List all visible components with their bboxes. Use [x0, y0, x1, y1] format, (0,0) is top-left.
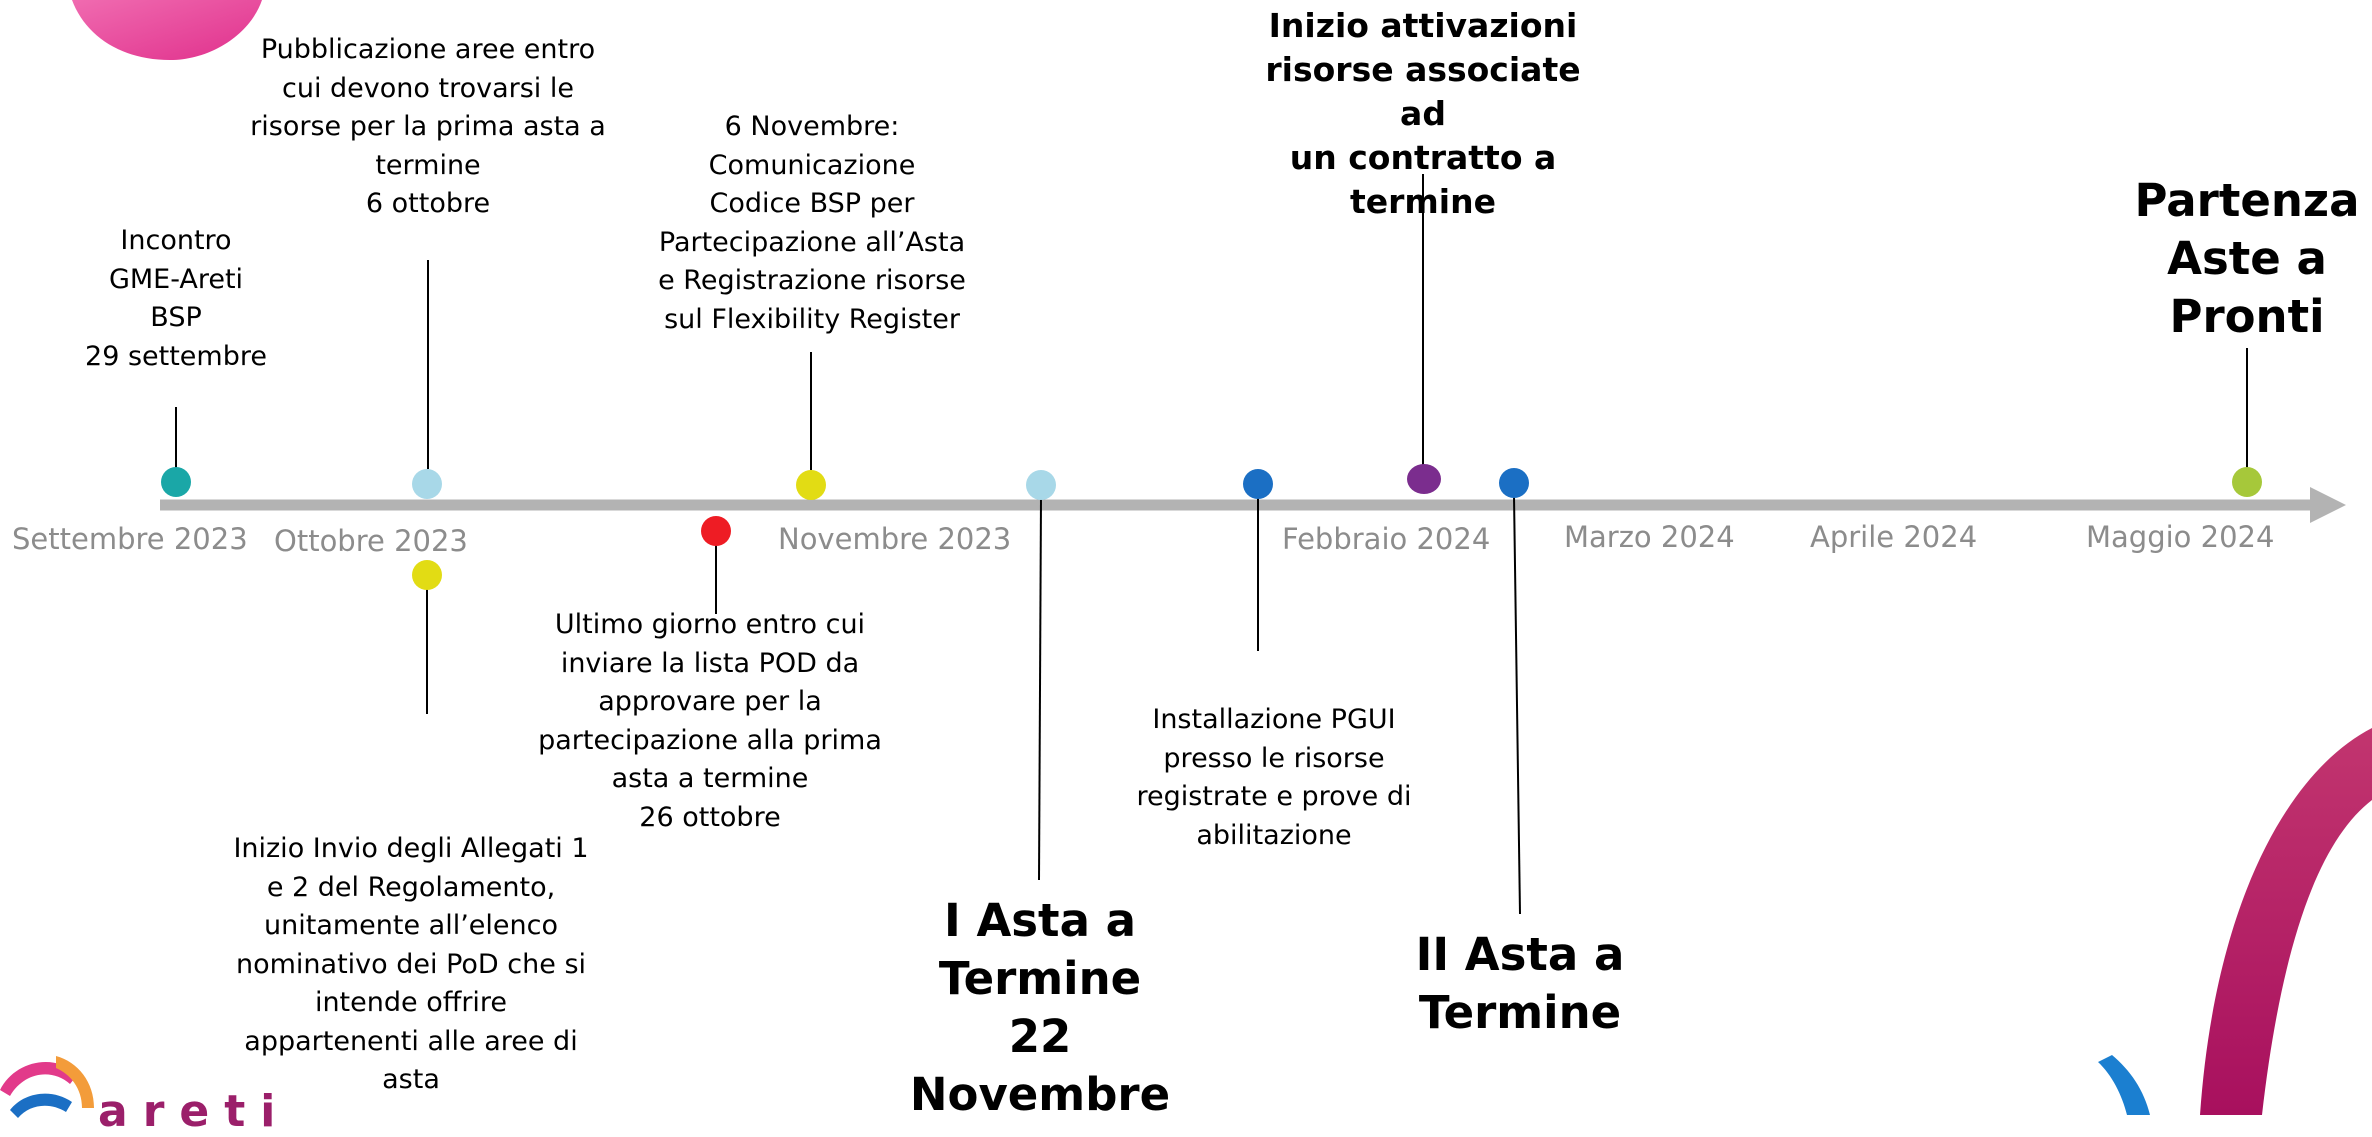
event-text: Installazione PGUI presso le risorse reg…	[1136, 704, 1412, 851]
month-label: Febbraio 2024	[1282, 522, 1491, 556]
month-label: Settembre 2023	[12, 522, 248, 556]
event-text: Ultimo giorno entro cui inviare la lista…	[538, 609, 882, 833]
areti-logo-icon	[0, 1056, 94, 1118]
right-magenta-swoosh	[2200, 728, 2372, 1115]
event-marker	[1407, 464, 1441, 494]
event-stem	[1513, 495, 1521, 915]
event-text: 6 Novembre: Comunicazione Codice BSP per…	[658, 111, 966, 335]
event-text: I Asta a Termine 22 Novembre	[909, 894, 1171, 1121]
event-marker	[412, 469, 442, 499]
top-pink-shape	[72, 0, 262, 60]
event-marker	[412, 560, 442, 590]
event-marker	[1499, 468, 1529, 498]
month-label: Ottobre 2023	[274, 524, 468, 558]
event-stem	[1038, 496, 1042, 881]
event-text: Partenza Aste a Pronti	[2134, 174, 2360, 343]
event-marker	[701, 516, 731, 546]
month-label: Novembre 2023	[778, 522, 1012, 556]
event-text: Inizio Invio degli Allegati 1 e 2 del Re…	[233, 833, 589, 1095]
event-marker	[2232, 467, 2262, 497]
month-label: Marzo 2024	[1564, 520, 1735, 554]
event-marker	[796, 470, 826, 500]
right-blue-swoosh	[2098, 1055, 2150, 1115]
month-label: Maggio 2024	[2086, 520, 2275, 554]
event-marker	[1026, 470, 1056, 500]
event-text: II Asta a Termine	[1415, 928, 1625, 1039]
event-text: Pubblicazione aree entro cui devono trov…	[250, 34, 606, 219]
event-marker	[161, 467, 191, 497]
event-text: Inizio attivazioni risorse associate ad …	[1265, 6, 1581, 221]
month-label: Aprile 2024	[1810, 520, 1978, 554]
timeline-arrowhead	[2310, 487, 2346, 523]
event-text: Incontro GME-Areti BSP 29 settembre	[85, 225, 267, 372]
event-marker	[1243, 469, 1273, 499]
